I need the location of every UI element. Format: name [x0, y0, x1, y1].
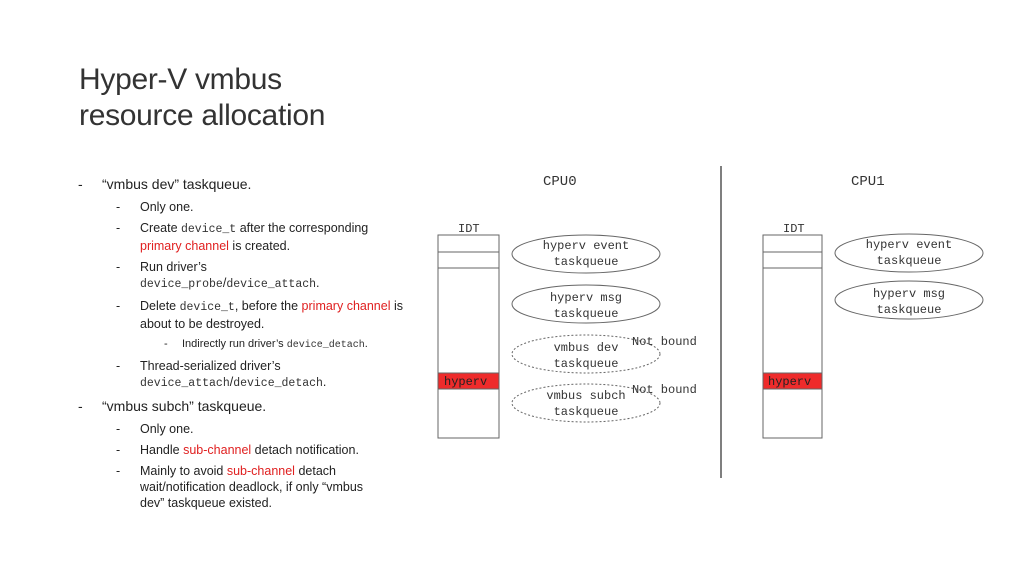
sub-sub-bullet: - Indirectly run driver’s device_detach.	[78, 337, 408, 353]
sub-bullet: - Mainly to avoid sub-channel detach wai…	[78, 463, 390, 511]
cpu0-vmbus-subch-taskqueue: vmbus subch taskqueue	[511, 383, 661, 423]
msg-line-1: hyperv msg	[550, 291, 622, 305]
sub-bullet: - Only one.	[78, 199, 408, 215]
cpu1-hyperv-label: hyperv	[768, 375, 811, 389]
not-bound-label-2: Not bound	[632, 383, 697, 397]
highlight: sub-channel	[226, 464, 295, 478]
cpu0-label: CPU0	[543, 174, 577, 190]
dash: -	[116, 200, 121, 214]
dash: -	[116, 359, 121, 373]
text: Run driver’s	[140, 260, 207, 274]
cpu1-hyperv-msg-taskqueue: hyperv msg taskqueue	[834, 280, 984, 320]
text: is created.	[228, 239, 291, 253]
dash: -	[78, 176, 83, 192]
cpu1-idt-label: IDT	[783, 222, 805, 236]
subch-line-2: taskqueue	[554, 405, 619, 419]
event-line-1: hyperv event	[543, 239, 629, 253]
dev-line-1: vmbus dev	[554, 341, 619, 355]
cpu0-idt-table	[437, 234, 500, 439]
slide-title: Hyper-V vmbus resource allocation	[79, 62, 499, 134]
title-line-2: resource allocation	[79, 99, 326, 132]
event-line-2: taskqueue	[554, 255, 619, 269]
text: .	[316, 276, 320, 290]
event-line-2: taskqueue	[877, 254, 942, 268]
subch-line-1: vmbus subch	[546, 389, 625, 403]
code: device_attach	[226, 278, 317, 291]
event-line-1: hyperv event	[866, 238, 952, 252]
msg-line-1: hyperv msg	[873, 287, 945, 301]
cpu1-hyperv-event-taskqueue: hyperv event taskqueue	[834, 233, 984, 273]
text: .	[322, 375, 327, 389]
sub-bullet: - Delete device_t, before the primary ch…	[78, 298, 408, 332]
text: .	[364, 338, 368, 350]
msg-line-2: taskqueue	[877, 303, 942, 317]
text: Mainly to avoid	[140, 464, 227, 478]
text: after the corresponding	[236, 221, 369, 235]
cpu1-label: CPU1	[851, 174, 885, 190]
cpu1-hyperv-slot	[762, 372, 823, 390]
code: device_t	[181, 223, 237, 236]
cpu0-idt-label: IDT	[458, 222, 480, 236]
text: Handle	[140, 443, 184, 457]
cpu0-hyperv-event-taskqueue: hyperv event taskqueue	[511, 234, 661, 274]
sub-bullet: - Only one.	[78, 421, 408, 437]
text: is about to be destroyed.	[140, 299, 403, 331]
dash: -	[116, 443, 121, 457]
bullet-vmbus-dev: - “vmbus dev” taskqueue.	[78, 176, 408, 193]
cpu0-hyperv-slot	[437, 372, 500, 390]
dash: -	[116, 299, 121, 313]
highlight: primary channel	[140, 239, 229, 253]
text: Delete	[140, 299, 180, 313]
bullet-vmbus-subch: - “vmbus subch” taskqueue.	[78, 398, 408, 415]
sub-bullet-text: Only one.	[140, 422, 194, 436]
bullet-text: “vmbus subch” taskqueue.	[102, 398, 267, 414]
code: device_detach	[233, 377, 323, 390]
bullet-list: - “vmbus dev” taskqueue. - Only one. - C…	[78, 176, 408, 516]
cpu0-vmbus-dev-taskqueue: vmbus dev taskqueue	[511, 334, 661, 374]
cpu1-idt-table	[762, 234, 823, 439]
highlight: sub-channel	[183, 443, 252, 457]
text: , before the	[234, 299, 302, 313]
text: Create	[140, 221, 181, 235]
sub-bullet-text: Only one.	[140, 200, 194, 214]
code: device_attach	[140, 377, 230, 390]
msg-line-2: taskqueue	[554, 307, 619, 321]
code: device_detach	[286, 340, 365, 351]
text: Thread-serialized driver’s	[140, 359, 281, 373]
code: device_t	[179, 301, 235, 314]
highlight: primary channel	[301, 299, 391, 313]
text: detach wait/notification deadlock, if on…	[140, 464, 364, 510]
bullet-text: “vmbus dev” taskqueue.	[102, 176, 252, 192]
dev-line-2: taskqueue	[554, 357, 619, 371]
sub-bullet: - Thread-serialized driver’s device_atta…	[78, 358, 408, 392]
cpu0-hyperv-msg-taskqueue: hyperv msg taskqueue	[511, 284, 661, 324]
not-bound-label-1: Not bound	[632, 335, 697, 349]
sub-bullet: - Create device_t after the correspondin…	[78, 220, 408, 254]
sub-bullet: - Run driver’s device_probe/device_attac…	[78, 259, 408, 293]
dash: -	[78, 398, 83, 414]
slash: /	[229, 375, 234, 389]
text: Indirectly run driver’s	[182, 338, 287, 350]
title-line-1: Hyper-V vmbus	[79, 63, 282, 96]
dash: -	[116, 422, 121, 436]
code: device_probe	[140, 278, 223, 291]
sub-bullet: - Handle sub-channel detach notification…	[78, 442, 408, 458]
dash: -	[116, 260, 121, 274]
dash: -	[116, 464, 121, 478]
slash: /	[222, 276, 227, 290]
text: detach notification.	[251, 443, 359, 457]
dash: -	[164, 338, 168, 350]
dash: -	[116, 221, 121, 235]
cpu0-hyperv-label: hyperv	[444, 375, 487, 389]
